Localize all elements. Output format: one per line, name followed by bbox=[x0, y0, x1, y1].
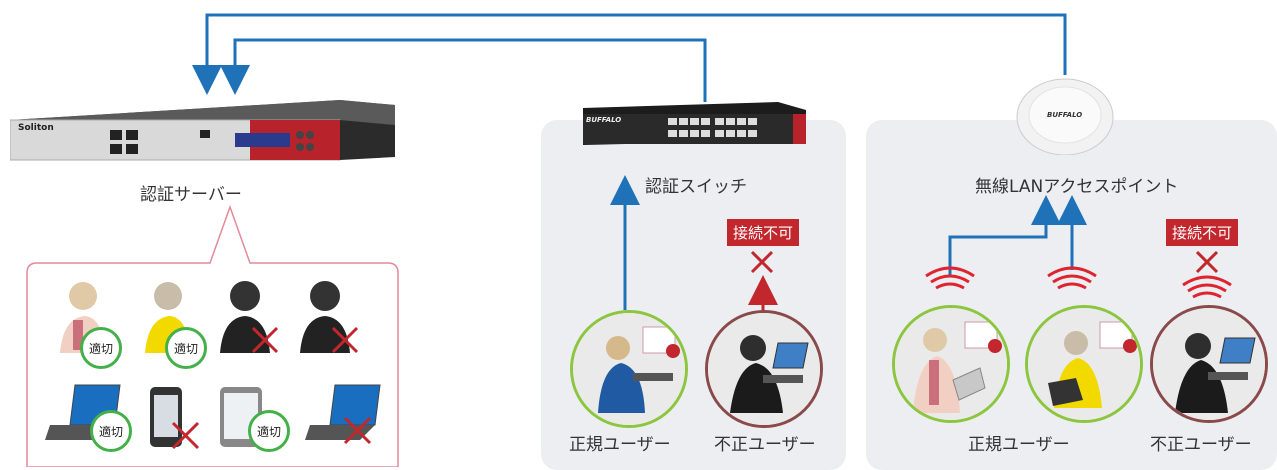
auth-server-device: Soliton bbox=[10, 95, 395, 165]
wifi-blocked-label: 接続不可 bbox=[1166, 219, 1239, 246]
wifi-illegit-user-label: 不正ユーザー bbox=[1150, 435, 1252, 455]
switch-legit-user-label: 正規ユーザー bbox=[569, 435, 671, 455]
switch-legit-user-photo bbox=[570, 310, 688, 428]
switch-to-server-line bbox=[220, 38, 707, 102]
phone-icon bbox=[148, 385, 208, 455]
user-2-ok-badge: 適切 bbox=[165, 327, 207, 369]
ap-to-server-line bbox=[192, 13, 1067, 95]
switch-illegit-user-photo bbox=[705, 310, 823, 428]
ap-brand: BUFFALO bbox=[1047, 111, 1083, 119]
laptop-icon-2 bbox=[305, 380, 385, 450]
wifi-blocked-x bbox=[1195, 250, 1219, 274]
access-point-label: 無線LANアクセスポイント bbox=[975, 177, 1179, 197]
auth-switch-device: BUFFALO bbox=[578, 100, 808, 150]
switch-blocked-x bbox=[750, 250, 774, 274]
user-icon-4 bbox=[295, 278, 365, 358]
wifi-signal-icon-3 bbox=[1182, 275, 1232, 299]
wifi-legit1-arrow bbox=[948, 195, 1061, 275]
laptop-1-ok-badge: 適切 bbox=[90, 410, 132, 452]
user-icon-3 bbox=[215, 278, 285, 358]
switch-blocked-label: 接続不可 bbox=[727, 219, 800, 246]
callout-box bbox=[26, 205, 399, 467]
user-1-ok-badge: 適切 bbox=[80, 327, 122, 369]
auth-switch-label: 認証スイッチ bbox=[645, 177, 747, 197]
tablet-ok-badge: 適切 bbox=[248, 410, 290, 452]
wifi-legit-user-photo-1 bbox=[892, 305, 1010, 423]
wifi-legit-user-photo-2 bbox=[1025, 305, 1143, 423]
server-brand: Soliton bbox=[18, 123, 54, 133]
auth-server-label: 認証サーバー bbox=[140, 185, 242, 205]
wifi-signal-icon-2 bbox=[1047, 266, 1097, 290]
wifi-signal-icon-1 bbox=[925, 266, 975, 290]
switch-illegit-user-label: 不正ユーザー bbox=[714, 435, 816, 455]
access-point-device: BUFFALO bbox=[1015, 75, 1115, 155]
wifi-illegit-user-photo bbox=[1150, 305, 1268, 423]
switch-brand: BUFFALO bbox=[586, 116, 622, 124]
wifi-legit-user-label: 正規ユーザー bbox=[968, 435, 1070, 455]
